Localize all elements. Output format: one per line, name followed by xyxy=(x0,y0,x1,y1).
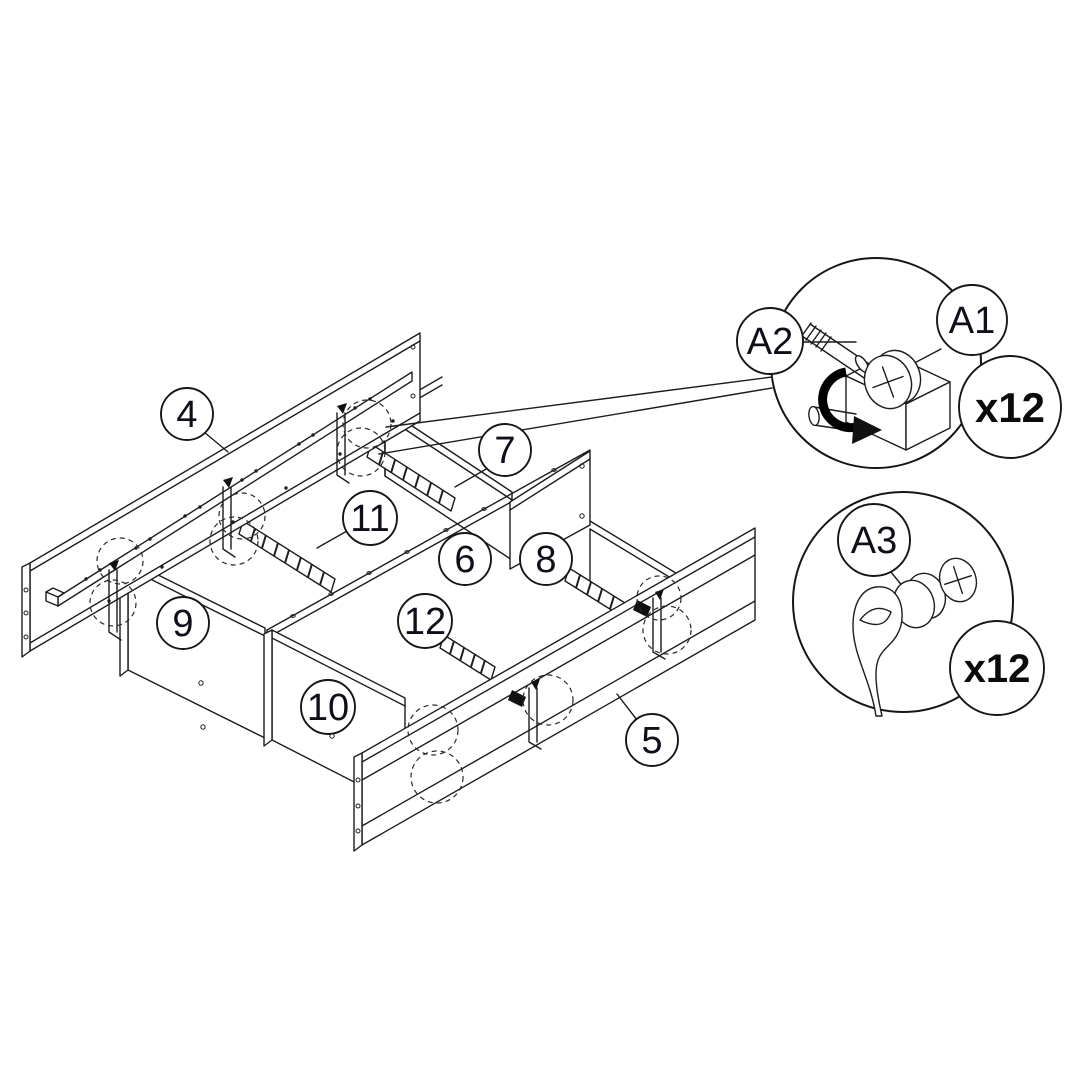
leader-lines xyxy=(203,376,773,721)
quantity-cam-label: x12 xyxy=(975,384,1045,431)
part-label-10: 10 xyxy=(300,679,356,735)
quantity-badge-cam xyxy=(958,355,1062,459)
cover-cap-detail: A3 x12 xyxy=(792,491,1045,717)
part-label-7: 7 xyxy=(478,423,532,477)
callout-a1-label: A1 xyxy=(949,300,995,342)
back-panel-cleat xyxy=(45,371,413,607)
quantity-badge-cap xyxy=(949,620,1045,716)
phillips-cross-icon xyxy=(938,557,978,603)
quantity-cap-label: x12 xyxy=(964,647,1031,691)
callout-a3-circle xyxy=(837,503,911,577)
front-panel xyxy=(353,527,756,852)
part-label-4: 4 xyxy=(160,387,214,441)
cover-cap-icon xyxy=(892,572,947,629)
connection-callout-circles xyxy=(89,399,692,804)
cam-bolt-icon xyxy=(800,322,879,383)
part-label-11: 11 xyxy=(342,490,398,546)
drawer-slide-11 xyxy=(238,520,336,593)
part-label-8: 8 xyxy=(519,532,573,586)
back-panel xyxy=(21,332,421,658)
part-label-5: 5 xyxy=(625,713,679,767)
part-label-12-text: 12 xyxy=(404,601,446,643)
part-label-6-text: 6 xyxy=(454,539,475,581)
callout-a2-label: A2 xyxy=(747,321,793,363)
part-label-4-text: 4 xyxy=(176,394,197,436)
thumb-icon xyxy=(852,586,903,717)
callout-a3-label: A3 xyxy=(851,520,897,562)
front-panel-brackets xyxy=(508,589,666,750)
divider-panel-9 xyxy=(119,559,266,739)
callout-a2-circle xyxy=(736,307,804,375)
drawer-slide-back-middle xyxy=(366,443,456,512)
part-label-12: 12 xyxy=(397,593,453,649)
callout-a1-circle xyxy=(936,284,1008,356)
part-labels: 4 7 11 6 8 9 12 10 xyxy=(156,387,679,767)
cam-disc-icon xyxy=(863,349,922,410)
rotation-arrow-icon xyxy=(818,367,882,444)
part-label-5-text: 5 xyxy=(641,720,662,762)
cam-lock-detail: A2 A1 x12 xyxy=(736,257,1062,469)
part-label-11-text: 11 xyxy=(350,498,389,540)
part-label-8-text: 8 xyxy=(535,539,556,581)
part-label-9: 9 xyxy=(156,596,210,650)
part-label-6: 6 xyxy=(438,532,492,586)
part-label-7-text: 7 xyxy=(494,430,515,472)
part-label-9-text: 9 xyxy=(172,603,193,645)
part-label-10-text: 10 xyxy=(307,687,349,729)
drawer-slide-12 xyxy=(439,634,496,681)
